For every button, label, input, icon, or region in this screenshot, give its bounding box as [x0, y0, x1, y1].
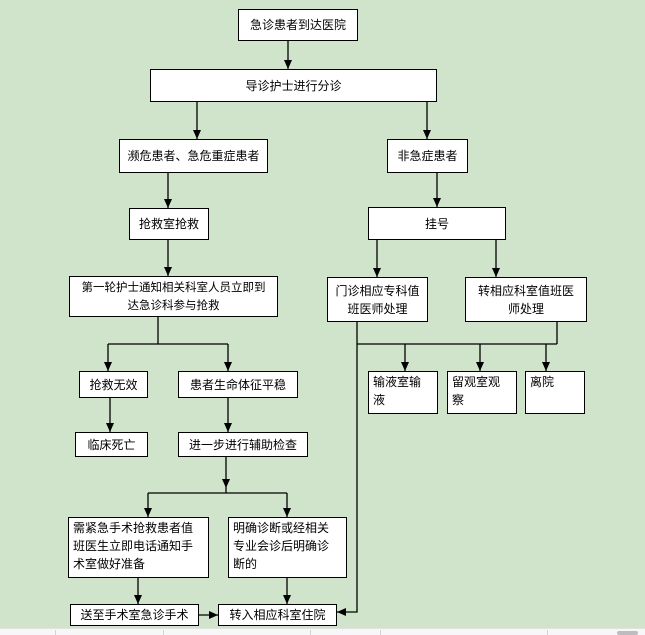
node-outpatient: 门诊相应专科值 班医师处理 [327, 277, 428, 322]
document-edge-strip [0, 628, 645, 635]
node-surgery-prep: 需紧急手术抢救患者值 班医生立即电话通知手 术室做好准备 [68, 517, 209, 578]
node-noncritical: 非急症患者 [387, 139, 468, 173]
node-observe: 留观室观 察 [447, 371, 517, 414]
node-admit: 转入相应科室住院 [218, 604, 337, 626]
node-rescue-fail: 抢救无效 [79, 371, 148, 398]
node-transfer-dept: 转相应科室值班医 师处理 [465, 277, 587, 322]
table-grid-tick [55, 630, 56, 635]
table-grid-tick [547, 630, 548, 635]
node-register: 挂号 [368, 207, 506, 240]
node-to-or: 送至手术室急诊手术 [70, 604, 199, 626]
node-critical: 濒危患者、急危重症患者 [119, 139, 268, 173]
node-infusion: 输液室输 液 [368, 371, 438, 414]
table-grid-tick [163, 630, 164, 635]
node-triage: 导诊护士进行分诊 [150, 69, 437, 102]
node-arrive: 急诊患者到达医院 [238, 9, 358, 41]
table-grid-tick [380, 630, 381, 635]
node-rescue-room: 抢救室抢救 [129, 208, 209, 240]
node-leave: 离院 [525, 371, 585, 414]
node-stable: 患者生命体征平稳 [178, 371, 298, 398]
node-exam: 进一步进行辅助检查 [178, 432, 308, 457]
table-grid-tick [310, 630, 311, 635]
node-death: 临床死亡 [75, 432, 148, 457]
node-notify: 第一轮护士通知相关科室人员立即到 达急诊科参与抢救 [69, 276, 278, 317]
horizontal-scrollbar-thumb[interactable] [617, 631, 638, 635]
node-diagnosis: 明确诊断或经相关 专业会诊后明确诊 断的 [228, 517, 347, 578]
